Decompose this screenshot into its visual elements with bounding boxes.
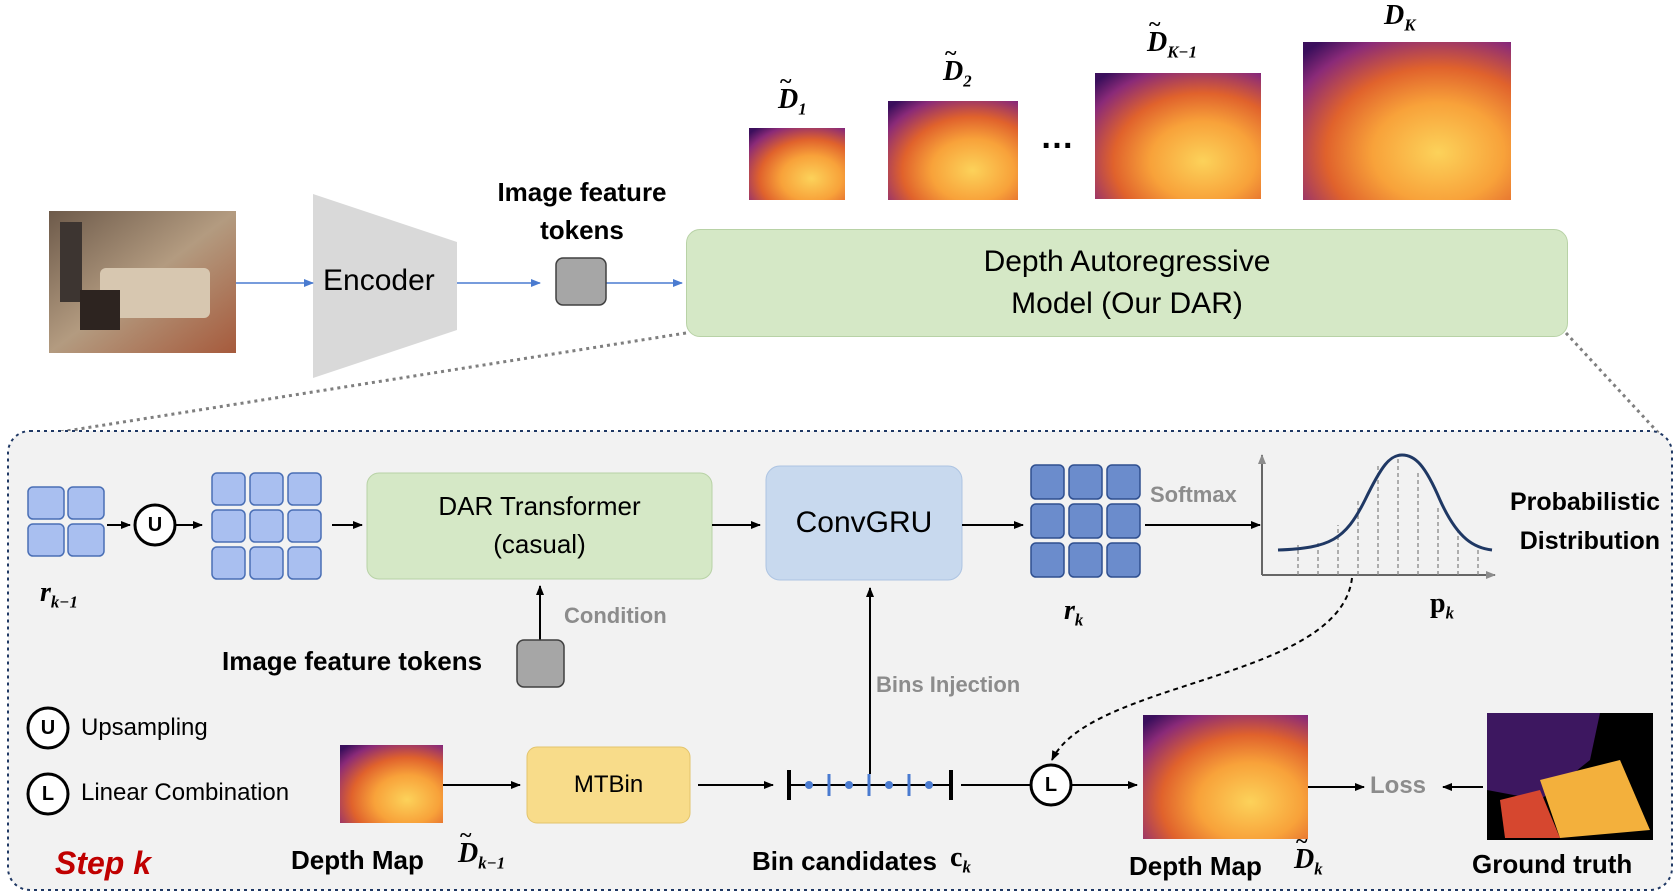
bin-candidates-label: Bin candidates	[752, 846, 937, 876]
bin-candidates-ruler	[787, 770, 953, 800]
grid-r-prev	[27, 486, 105, 557]
legend-l-symbol: L	[41, 783, 55, 805]
gt-mid	[1500, 790, 1560, 838]
label-dk: DK	[1384, 0, 1415, 36]
condition-label: Condition	[564, 603, 667, 628]
transformer-line1: DAR Transformer	[438, 491, 641, 522]
encoder-shape	[313, 194, 457, 378]
zoom-line-left	[21, 331, 687, 440]
image-tokens-label: Image feature tokens	[222, 646, 483, 676]
grid-upsampled	[211, 472, 322, 580]
prob-line1: Probabilistic	[1509, 488, 1660, 516]
depth-map-prev	[340, 745, 443, 823]
depth-map-k-output	[1143, 715, 1308, 839]
depth-map-k-symbol: Dk	[1294, 828, 1323, 880]
label-d1: D1	[778, 68, 807, 120]
probability-plot	[1258, 453, 1496, 579]
bookshelf	[60, 222, 82, 302]
grid-r-k	[1030, 464, 1141, 578]
upsample-symbol: U	[147, 514, 163, 536]
ground-truth-label: Ground truth	[1472, 849, 1633, 879]
tokens-label-line1: Image feature	[497, 177, 667, 207]
label-r-prev: rk−1	[40, 577, 78, 612]
mtbin-box	[526, 746, 691, 824]
arrow-distribution-to-l	[1051, 577, 1353, 761]
tokens-label-line2: tokens	[540, 215, 624, 245]
dar-model-box: Depth Autoregressive Model (Our DAR)	[686, 229, 1568, 337]
label-dk-minus-1: DK−1	[1147, 11, 1197, 63]
token-square-bottom	[516, 639, 565, 688]
label-r-k: rk	[1064, 595, 1084, 630]
legend-u-circle	[26, 706, 70, 750]
zoom-line-right	[1564, 331, 1667, 442]
legend-u-symbol: U	[40, 717, 56, 739]
softmax-label: Softmax	[1150, 482, 1237, 507]
prob-line2: Distribution	[1519, 527, 1660, 555]
step-title: Step k	[55, 845, 152, 881]
encoder-label: Encoder	[323, 264, 435, 297]
depth-map-1	[749, 128, 845, 200]
bin-candidates-symbol: ck	[950, 842, 971, 877]
label-p-k: pk	[1430, 588, 1454, 623]
gt-far	[1487, 713, 1600, 800]
linear-symbol: L	[1044, 774, 1058, 796]
depth-map-k	[1303, 42, 1511, 200]
depth-map-prev-symbol: Dk−1	[458, 822, 505, 874]
convgru-box	[765, 465, 963, 581]
depth-map-k-minus-1	[1095, 73, 1261, 199]
gt-near	[1540, 760, 1650, 838]
side-table	[80, 290, 120, 330]
legend-l-text: Linear Combination	[81, 779, 290, 806]
dar-model-line1: Depth Autoregressive	[983, 245, 1271, 278]
depth-map-k-label: Depth Map	[1129, 851, 1262, 881]
depth-map-prev-label: Depth Map	[291, 845, 424, 875]
loss-label: Loss	[1370, 772, 1427, 799]
convgru-text: ConvGRU	[795, 506, 933, 539]
dar-model-line2: Model (Our DAR)	[1011, 287, 1243, 320]
token-square-top	[555, 257, 607, 306]
transformer-line2: (casual)	[493, 529, 586, 559]
bins-injection-label: Bins Injection	[876, 672, 1021, 697]
label-d2: D2	[943, 40, 972, 92]
mtbin-text: MTBin	[573, 771, 644, 798]
ellipsis: …	[1040, 118, 1074, 156]
depth-map-2	[888, 101, 1018, 200]
legend-u-text: Upsampling	[81, 714, 208, 741]
dar-transformer-text: DAR Transformer (casual)	[367, 473, 712, 579]
legend-l-circle	[26, 772, 70, 816]
sofa	[100, 268, 210, 318]
